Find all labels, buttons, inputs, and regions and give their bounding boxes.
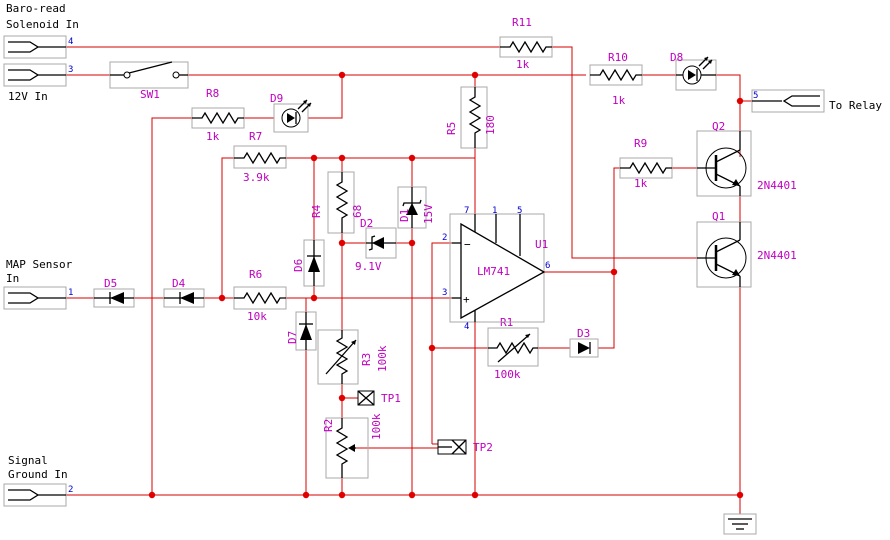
r10-ref: R10 — [608, 51, 628, 64]
transistor-q1: Q1 2N4401 — [696, 210, 797, 288]
r1-value: 100k — [494, 368, 521, 381]
d2-value: 9.1V — [355, 260, 382, 273]
d2-ref: D2 — [360, 217, 373, 230]
r5-ref: R5 — [445, 122, 458, 135]
r4-value: 68 — [351, 205, 364, 218]
r7-ref: R7 — [249, 130, 262, 143]
u1-minus: − — [464, 238, 471, 251]
u1-pin4: 4 — [464, 322, 469, 332]
r2-ref: R2 — [322, 419, 335, 432]
r3-ref: R3 — [360, 353, 373, 366]
led-d8: D8 — [670, 51, 717, 91]
d4-ref: D4 — [172, 277, 186, 290]
connector-12v-label: 12V In — [8, 90, 48, 103]
r2-value: 100k — [370, 413, 383, 440]
r7-value: 3.9k — [243, 171, 270, 184]
r9-ref: R9 — [634, 137, 647, 150]
u1-pin1: 1 — [492, 206, 497, 216]
q1-ref: Q1 — [712, 210, 725, 223]
q2-ref: Q2 — [712, 120, 725, 133]
resistor-r10: R10 1k — [589, 51, 643, 107]
connector-baro: Baro-read Solenoid In 4 — [3, 2, 79, 59]
potentiometer-r3: R3 100k — [317, 329, 389, 385]
connector-ground-line2: Ground In — [8, 468, 68, 481]
q1-value: 2N4401 — [757, 249, 797, 262]
connector-ground: Signal Ground In 2 — [3, 454, 73, 507]
r6-value: 10k — [247, 310, 267, 323]
r11-value: 1k — [516, 58, 530, 71]
wires — [66, 46, 752, 514]
diode-d7: D7 — [286, 311, 317, 351]
connector-baro-pin: 4 — [68, 37, 73, 47]
connector-ground-line1: Signal — [8, 454, 48, 467]
connector-relay-pin: 5 — [753, 91, 758, 101]
resistor-r7: R7 3.9k — [233, 130, 287, 184]
r10-value: 1k — [612, 94, 626, 107]
u1-pin3: 3 — [442, 288, 447, 298]
u1-pin5: 5 — [517, 206, 522, 216]
d1-ref: D1 — [398, 209, 411, 222]
resistor-r4: R4 68 — [310, 171, 364, 234]
r4-ref: R4 — [310, 204, 323, 218]
connector-map: MAP Sensor In 1 — [3, 258, 73, 310]
d5-ref: D5 — [104, 277, 117, 290]
transistor-q2: Q2 2N4401 — [696, 120, 797, 197]
connector-map-pin: 1 — [68, 288, 73, 298]
diode-d6: D6 — [292, 239, 325, 287]
r8-value: 1k — [206, 130, 220, 143]
connector-baro-line2: Solenoid In — [6, 18, 79, 31]
r6-ref: R6 — [249, 268, 262, 281]
tp1-ref: TP1 — [381, 392, 401, 405]
d8-ref: D8 — [670, 51, 683, 64]
r8-ref: R8 — [206, 87, 219, 100]
ground-symbol — [723, 513, 757, 535]
d9-ref: D9 — [270, 92, 283, 105]
diode-d4: D4 — [163, 277, 205, 308]
resistor-r11: R11 1k — [499, 16, 553, 71]
u1-pin6: 6 — [545, 261, 550, 271]
resistor-r8: R8 1k — [191, 87, 245, 143]
led-d9: D9 — [270, 92, 312, 133]
testpoint-tp1: TP1 — [357, 390, 401, 406]
resistor-r6: R6 10k — [233, 268, 287, 323]
u1-plus: + — [463, 293, 470, 306]
d1-value: 15V — [422, 204, 435, 224]
connector-relay: To Relay 5 — [751, 89, 882, 113]
d7-ref: D7 — [286, 331, 299, 344]
q2-value: 2N4401 — [757, 179, 797, 192]
d3-ref: D3 — [577, 327, 590, 340]
connector-ground-pin: 2 — [68, 485, 73, 495]
opamp-u1: − + LM741 U1 7 1 5 2 3 4 6 — [442, 206, 550, 332]
u1-pin2: 2 — [442, 233, 447, 243]
u1-pin7: 7 — [464, 206, 469, 216]
r11-ref: R11 — [512, 16, 532, 29]
resistor-r5: R5 180 — [445, 86, 497, 149]
r5-value: 180 — [484, 115, 497, 135]
tp2-ref: TP2 — [473, 441, 493, 454]
junctions — [148, 71, 744, 499]
diode-d3: D3 — [569, 327, 599, 358]
connector-map-line1: MAP Sensor — [6, 258, 73, 271]
resistor-r9: R9 1k — [619, 137, 673, 190]
switch-sw1: SW1 — [109, 61, 189, 101]
connector-12v: 12V In 3 — [3, 63, 73, 103]
u1-value: LM741 — [477, 265, 510, 278]
resistor-r1: R1 100k — [487, 316, 539, 381]
zener-d2: D2 9.1V — [355, 217, 397, 273]
testpoint-tp2: TP2 — [437, 439, 493, 455]
diode-d5: D5 — [93, 277, 135, 308]
u1-ref: U1 — [535, 238, 548, 251]
connector-baro-line1: Baro-read — [6, 2, 66, 15]
sw1-ref: SW1 — [140, 88, 160, 101]
r9-value: 1k — [634, 177, 648, 190]
connector-relay-label: To Relay — [829, 99, 882, 112]
r3-value: 100k — [376, 345, 389, 372]
d6-ref: D6 — [292, 259, 305, 272]
connector-12v-pin: 3 — [68, 65, 73, 75]
zener-d1: D1 15V — [397, 186, 435, 229]
potentiometer-r2: R2 100k — [322, 413, 383, 479]
connector-map-line2: In — [6, 272, 19, 285]
